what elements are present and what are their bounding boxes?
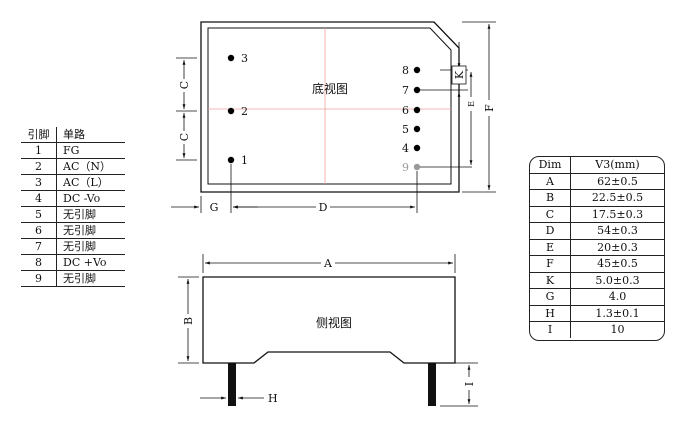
pin-4-label: 4: [402, 142, 409, 155]
dim-g-label: G: [210, 201, 219, 214]
dim-b-label: B: [182, 317, 195, 325]
dim-col-header: Dim: [530, 157, 571, 174]
pin-3-dot: [227, 54, 235, 62]
side-view-outline: [202, 276, 456, 364]
dim-k-box: [451, 65, 467, 85]
side-view-pin-right: [428, 363, 436, 406]
dim-k-label: K: [453, 70, 466, 79]
pin-1-label: 1: [241, 154, 248, 167]
side-view-pin-left: [228, 363, 236, 406]
pin-2-dot: [227, 107, 235, 115]
bottom-view-outline-inner: [207, 27, 452, 185]
dim-c-top-label: C: [178, 81, 191, 89]
bottom-view-outline-outer: [200, 21, 460, 193]
dim-e-label: E: [467, 101, 476, 107]
pin-9-dot: [413, 163, 421, 171]
pin-3-label: 3: [241, 52, 248, 65]
pin-8-label: 8: [402, 64, 409, 77]
pin-table-header: 引脚 单路: [21, 127, 125, 143]
pin-5-label: 5: [402, 123, 409, 136]
dim-a-label: A: [323, 257, 333, 270]
pin-9-label: 9: [402, 161, 409, 174]
pin-7-label: 7: [402, 84, 409, 97]
dim-i-label: I: [463, 382, 476, 386]
value-col-header: V3(mm): [570, 157, 664, 174]
dim-d-label: D: [319, 201, 328, 214]
pin-6-dot: [413, 106, 421, 114]
side-view: 侧视图 A B H I: [178, 254, 478, 407]
pin-2-label: 2: [241, 105, 248, 118]
pin-7-dot: [413, 86, 421, 94]
pin-1-dot: [227, 156, 235, 164]
function-col-header: 单路: [56, 127, 125, 143]
pin-4-dot: [413, 144, 421, 152]
dim-f-label: F: [483, 104, 496, 112]
dim-h-label: H: [268, 392, 278, 405]
bottom-view: 底视图 3 2 1 8 7 6 5 4 9 C C: [171, 21, 496, 214]
dim-table-header: Dim V3(mm): [530, 157, 664, 174]
pin-6-label: 6: [402, 104, 409, 117]
side-view-title: 侧视图: [316, 315, 352, 330]
pin-col-header: 引脚: [21, 127, 57, 143]
bottom-view-title: 底视图: [312, 81, 348, 96]
dim-c-bottom-label: C: [178, 133, 191, 141]
pin-5-dot: [413, 125, 421, 133]
pin-8-dot: [413, 66, 421, 74]
